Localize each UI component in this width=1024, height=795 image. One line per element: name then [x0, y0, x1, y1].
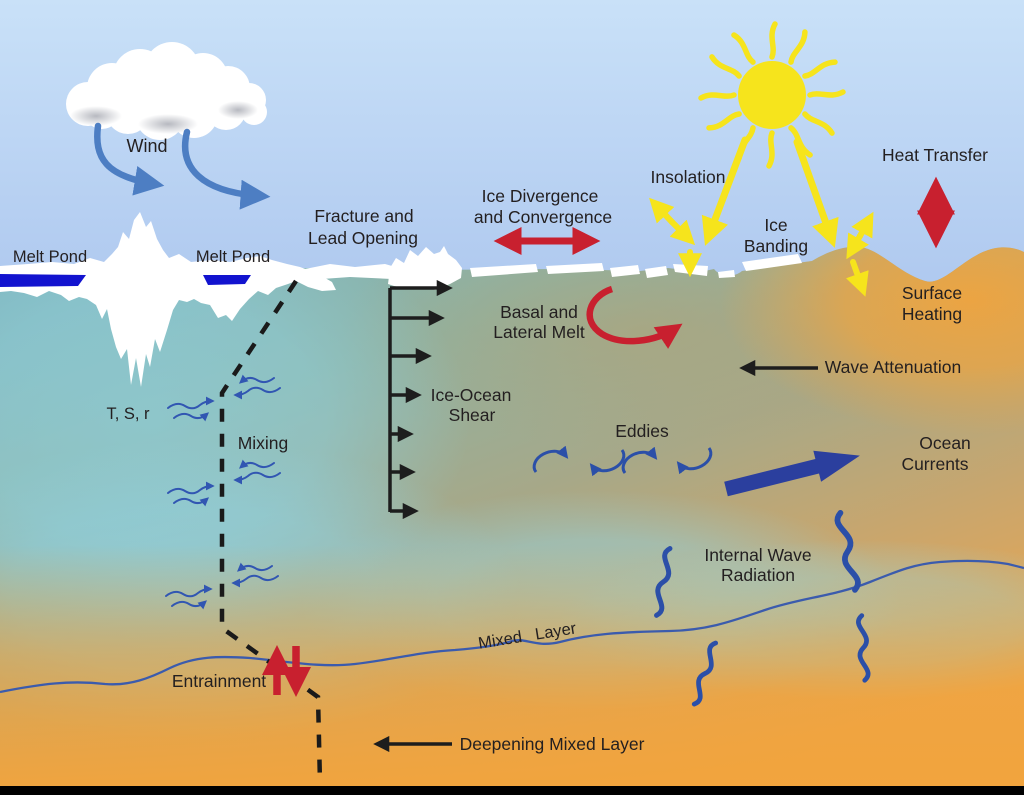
label-divergence-2: and Convergence: [474, 207, 612, 227]
label-melt-pond-left: Melt Pond: [13, 248, 87, 266]
label-surface-heating-1: Surface: [902, 283, 962, 303]
label-basal-melt-2: Lateral Melt: [493, 322, 585, 342]
ice-floe-strip: [718, 270, 735, 278]
label-ice-banding-1: Ice: [764, 215, 787, 235]
cloud-icon: [66, 42, 267, 140]
shear-profile-arrows: [388, 279, 453, 520]
label-mixing: Mixing: [238, 433, 289, 453]
label-shear-2: Shear: [449, 405, 496, 425]
insolation-beams: [649, 136, 874, 297]
bottom-border-bar: [0, 786, 1024, 795]
melt-pond-right-pool: [203, 275, 251, 285]
ice-floe-strip: [470, 264, 538, 277]
label-melt-pond-right: Melt Pond: [196, 248, 270, 266]
basal-melt-arrow: [586, 285, 683, 349]
ice-pressure-ridge: [0, 212, 336, 387]
label-basal-melt-1: Basal and: [500, 302, 578, 322]
melt-pond-left-pool: [0, 274, 86, 287]
label-deepening: Deepening Mixed Layer: [460, 734, 645, 754]
label-wind: Wind: [126, 136, 167, 156]
ice-floe-strip: [610, 265, 640, 277]
ice-floe-strip: [546, 263, 604, 274]
sun-icon: [698, 21, 846, 169]
ice-banding-strip: [742, 254, 802, 271]
entrainment-arrows: [262, 644, 311, 698]
label-surface-heating-2: Heating: [902, 304, 962, 324]
label-ocean-currents-2: Currents: [901, 454, 968, 474]
ice-rubble: [388, 246, 462, 290]
label-divergence-1: Ice Divergence: [482, 186, 599, 206]
label-shear-1: Ice-Ocean: [431, 385, 512, 405]
label-insolation: Insolation: [651, 167, 726, 187]
label-ocean-currents-1: Ocean: [919, 433, 971, 453]
label-ice-banding-2: Banding: [744, 236, 808, 256]
label-eddies: Eddies: [615, 421, 669, 441]
mixed-layer-curve: [0, 559, 1024, 694]
label-entrainment: Entrainment: [172, 671, 266, 691]
ice-flat-strip: [300, 264, 392, 279]
label-internal-wave-2: Radiation: [721, 565, 795, 585]
label-fracture-1: Fracture and: [314, 206, 413, 226]
label-heat-transfer: Heat Transfer: [882, 145, 988, 165]
ocean-current-arrow: [724, 450, 860, 497]
label-fracture-2: Lead Opening: [308, 228, 418, 248]
red-arrows: [262, 176, 955, 698]
label-internal-wave-1: Internal Wave: [704, 545, 811, 565]
label-wave-attenuation: Wave Attenuation: [825, 357, 962, 377]
label-tsr: T, S, r: [106, 405, 150, 423]
ice-floe-strip: [645, 266, 668, 278]
wind-arrows: [94, 122, 271, 210]
